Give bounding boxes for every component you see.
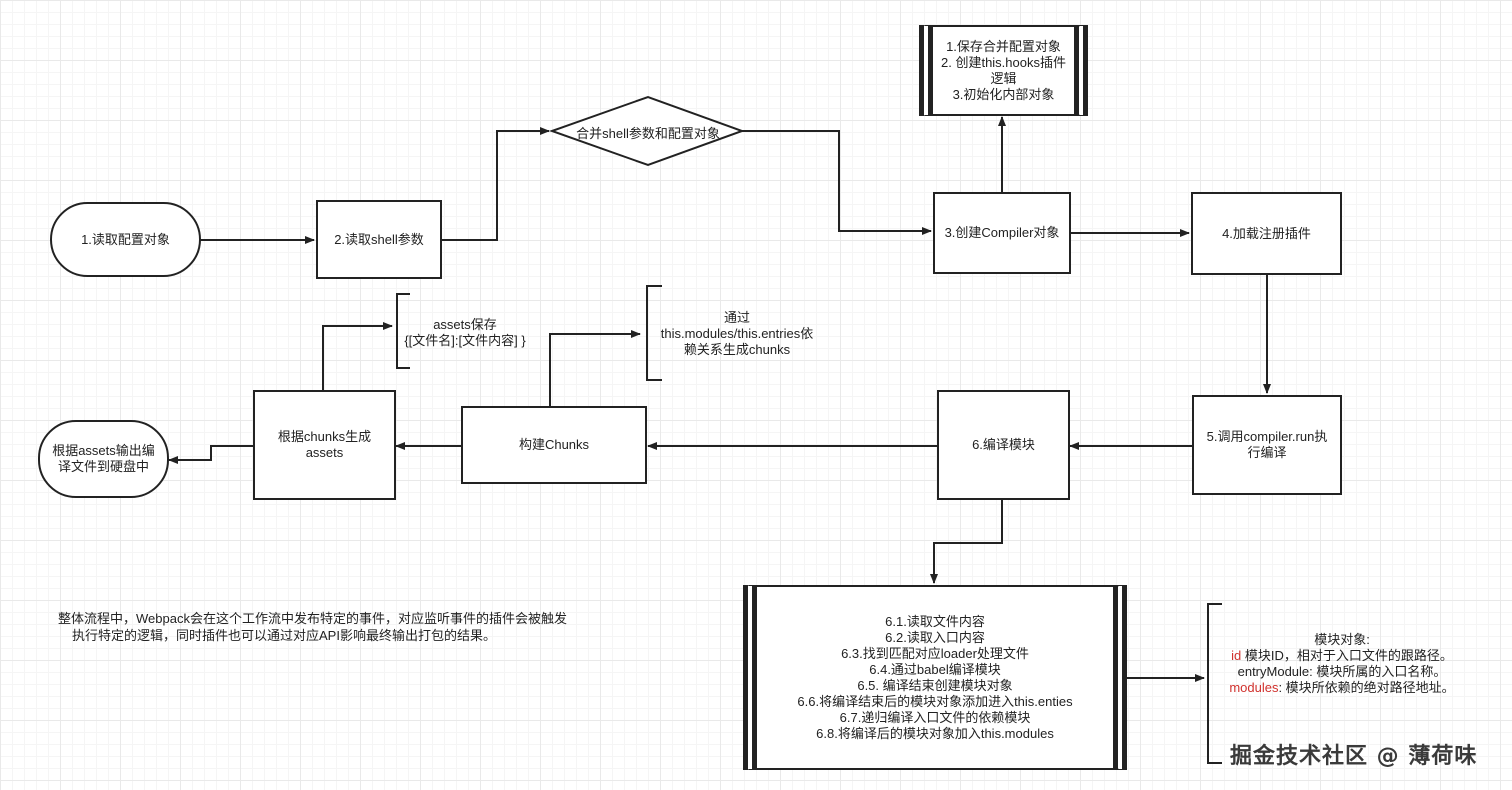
arrow-shell-to-merge <box>442 127 550 241</box>
module-object-id-line: id 模块ID，相对于入口文件的跟路径。 <box>1222 648 1462 664</box>
compiler-init-line-1: 1.保存合并配置对象 <box>946 38 1061 54</box>
arrow-compile-to-steps <box>930 499 1003 584</box>
compile-step-5: 6.5. 编译结束创建模块对象 <box>857 677 1013 693</box>
run-compiler-line-2: 行编译 <box>1247 445 1287 460</box>
merge-decision-label: 合并shell参数和配置对象 <box>576 126 720 141</box>
summary-line-1: 整体流程中，Webpack会在这个工作流中发布特定的事件，对应监听事件的插件会被… <box>58 611 567 626</box>
create-compiler-label: 3.创建Compiler对象 <box>944 225 1060 240</box>
compile-step-6: 6.6.将编译结束后的模块对象添加进入this.enties <box>797 693 1073 709</box>
assets-note-line-1: assets保存 <box>433 317 497 332</box>
output-assets-line-2: 译文件到硬盘中 <box>57 459 149 474</box>
gen-assets-line-2: assets <box>305 445 344 460</box>
bracket-chunks-note <box>646 285 662 381</box>
read-shell-label: 2.读取shell参数 <box>334 231 424 247</box>
gen-assets-node: 根据chunks生成 assets <box>253 390 396 500</box>
module-object-id-key: id <box>1231 648 1242 663</box>
arrow-merge-to-compiler <box>741 130 932 235</box>
compiler-init-node: 1.保存合并配置对象 2. 创建this.hooks插件 逻辑 3.初始化内部对… <box>919 25 1088 116</box>
compile-step-7: 6.7.递归编译入口文件的依赖模块 <box>839 709 1031 725</box>
compile-step-2: 6.2.读取入口内容 <box>885 629 985 645</box>
assets-note: assets保存 {[文件名]:[文件内容] } <box>400 317 530 349</box>
module-object-modules-key: modules <box>1229 680 1279 695</box>
module-object-note: 模块对象: id 模块ID，相对于入口文件的跟路径。 entryModule: … <box>1222 632 1462 696</box>
load-plugins-node: 4.加载注册插件 <box>1191 192 1342 275</box>
compile-step-4: 6.4.通过babel编译模块 <box>869 661 1001 677</box>
chunks-note-line-2: this.modules/this.entries依 <box>660 326 814 341</box>
output-assets-node: 根据assets输出编 译文件到硬盘中 <box>38 420 169 498</box>
compile-steps-node: 6.1.读取文件内容 6.2.读取入口内容 6.3.找到匹配对应loader处理… <box>743 585 1127 770</box>
compiler-init-line-3: 逻辑 <box>990 70 1017 86</box>
watermark: 掘金技术社区 @ 薄荷味 <box>1230 744 1478 769</box>
arrow-chunks-to-note <box>549 330 641 406</box>
build-chunks-node: 构建Chunks <box>461 406 647 484</box>
summary-line-2: 执行特定的逻辑，同时插件也可以通过对应API影响最终输出打包的结果。 <box>72 628 496 643</box>
compiler-init-line-2: 2. 创建this.hooks插件 <box>941 54 1066 70</box>
chunks-note: 通过 this.modules/this.entries依 赖关系生成chunk… <box>652 310 822 358</box>
create-compiler-node: 3.创建Compiler对象 <box>933 192 1071 274</box>
gen-assets-line-1: 根据chunks生成 <box>277 429 372 444</box>
read-shell-node: 2.读取shell参数 <box>316 200 442 279</box>
summary-note: 整体流程中，Webpack会在这个工作流中发布特定的事件，对应监听事件的插件会被… <box>58 610 578 644</box>
compile-modules-node: 6.编译模块 <box>937 390 1070 500</box>
assets-note-line-2: {[文件名]:[文件内容] } <box>404 333 526 348</box>
build-chunks-label: 构建Chunks <box>518 437 590 452</box>
module-object-modules-line: modules: 模块所依赖的绝对路径地址。 <box>1222 680 1462 696</box>
read-config-label: 1.读取配置对象 <box>81 231 170 247</box>
module-object-entry-line: entryModule: 模块所属的入口名称。 <box>1237 664 1447 679</box>
arrow-assets-to-output <box>168 445 254 464</box>
load-plugins-label: 4.加载注册插件 <box>1222 225 1311 241</box>
arrow-assets-to-note <box>322 322 393 390</box>
output-assets-line-1: 根据assets输出编 <box>52 443 155 458</box>
run-compiler-node: 5.调用compiler.run执 行编译 <box>1192 395 1342 495</box>
chunks-note-line-1: 通过 <box>723 310 750 325</box>
compile-step-8: 6.8.将编译后的模块对象加入this.modules <box>816 725 1054 741</box>
module-object-id-text: 模块ID，相对于入口文件的跟路径。 <box>1241 648 1453 663</box>
module-object-title: 模块对象: <box>1314 632 1370 647</box>
bracket-assets-note <box>396 293 410 369</box>
compile-modules-label: 6.编译模块 <box>972 437 1035 452</box>
read-config-node: 1.读取配置对象 <box>50 202 201 277</box>
bracket-module-object <box>1207 603 1222 764</box>
compiler-init-line-4: 3.初始化内部对象 <box>952 86 1055 102</box>
module-object-modules-text: : 模块所依赖的绝对路径地址。 <box>1278 680 1455 695</box>
chunks-note-line-3: 赖关系生成chunks <box>683 342 791 357</box>
run-compiler-line-1: 5.调用compiler.run执 <box>1206 429 1328 444</box>
compile-step-3: 6.3.找到匹配对应loader处理文件 <box>841 645 1029 661</box>
compile-step-1: 6.1.读取文件内容 <box>885 613 985 629</box>
merge-decision-diamond <box>549 95 745 167</box>
